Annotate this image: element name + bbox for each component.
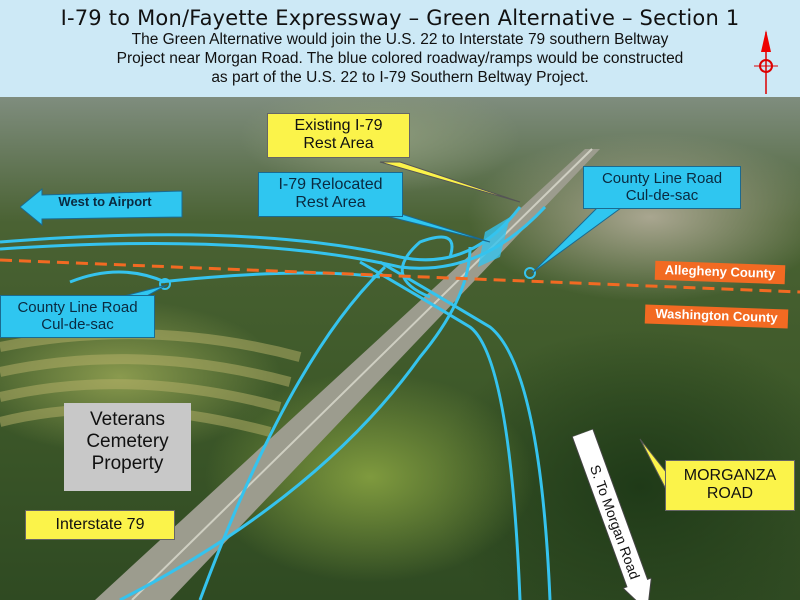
description-line: The Green Alternative would join the U.S… [131, 31, 669, 48]
label-line: Property [91, 452, 164, 474]
morganza-road-label: MORGANZA ROAD [665, 460, 795, 511]
interstate-79-label: Interstate 79 [25, 510, 175, 541]
label-line: Cul-de-sac [625, 187, 699, 205]
existing-rest-area-label: Existing I-79 Rest Area [267, 113, 410, 158]
veterans-cemetery-label: Veterans Cemetery Property [64, 403, 191, 491]
label-line: Rest Area [303, 135, 374, 153]
north-arrow-icon [754, 30, 778, 94]
label-line: County Line Road [17, 299, 138, 316]
header: I-79 to Mon/Fayette Expressway – Green A… [0, 0, 800, 97]
cul-de-sac-marker [159, 278, 171, 290]
cul-de-sac-marker [524, 267, 536, 279]
west-to-airport-label: West to Airport [58, 194, 152, 209]
label-line: County Line Road [601, 170, 723, 187]
relocated-rest-area-label: I-79 Relocated Rest Area [258, 172, 403, 217]
label-line: MORGANZA [683, 467, 777, 484]
aerial-photo: Existing I-79 Rest Area I-79 Relocated R… [0, 97, 800, 600]
county-line-cul-de-sac-left-label: County Line Road Cul-de-sac [0, 295, 155, 338]
relocated-rest-area-shape [478, 217, 510, 267]
label-line: Rest Area [295, 194, 366, 212]
label-line: Cul-de-sac [41, 316, 114, 334]
page-title: I-79 to Mon/Fayette Expressway – Green A… [60, 6, 740, 30]
county-line-cul-de-sac-right-label: County Line Road Cul-de-sac [583, 166, 741, 209]
interstate-79-road [95, 149, 600, 600]
label-line: Existing I-79 [294, 117, 383, 134]
roadway-overlay [0, 148, 800, 600]
west-to-airport-arrow [20, 187, 183, 227]
label-line: Cemetery [86, 430, 169, 452]
description-line: Project near Morgan Road. The blue color… [116, 50, 684, 67]
label-line: ROAD [706, 485, 754, 503]
label-line: Veterans [90, 409, 165, 430]
description-line: as part of the U.S. 22 to I-79 Southern … [211, 69, 589, 86]
county-line [0, 258, 800, 294]
label-line: I-79 Relocated [278, 176, 383, 193]
